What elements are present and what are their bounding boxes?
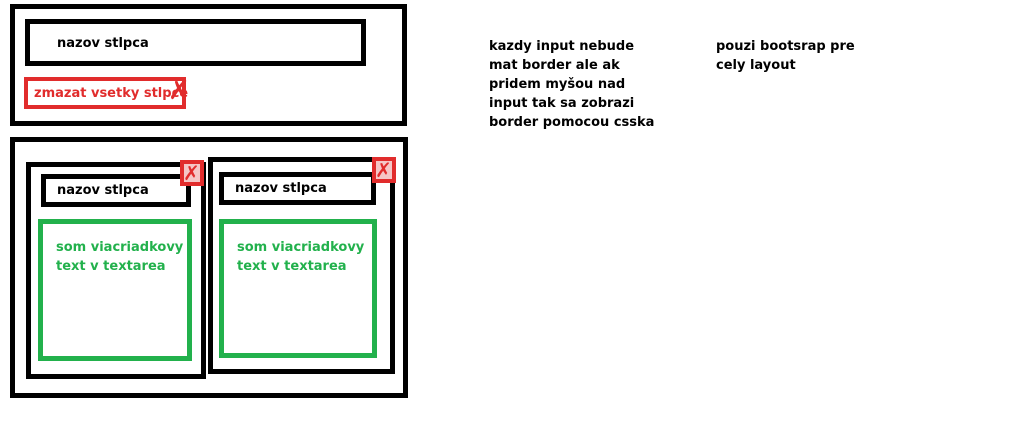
column-card	[26, 162, 206, 379]
column-name-input-text: nazov stlpca	[57, 36, 149, 51]
x-icon[interactable]: ✗	[168, 76, 190, 106]
close-mark: ✗	[375, 158, 392, 182]
close-button-background	[184, 164, 200, 182]
x-icon[interactable]: ✗	[180, 160, 204, 186]
note-hover-border: kazdy input nebude mat border ale ak pri…	[489, 39, 655, 130]
column-textarea[interactable]: som viacriadkovy text v textarea	[38, 219, 192, 361]
textarea-text: som viacriadkovy text v textarea	[56, 240, 184, 274]
x-icon[interactable]: ✗	[372, 157, 396, 183]
note-bootstrap: pouzi bootsrap pre cely layout	[716, 39, 855, 73]
column-textarea[interactable]: som viacriadkovy text v textarea	[219, 219, 377, 358]
column-name-input[interactable]: nazov stlpca	[25, 19, 366, 66]
column-name-text: nazov stlpca	[235, 181, 327, 196]
textarea-text: som viacriadkovy text v textarea	[237, 240, 365, 274]
delete-all-columns-label: zmazat vsetky stlpce	[34, 86, 189, 101]
columns-panel	[10, 137, 408, 398]
delete-all-columns-button[interactable]: zmazat vsetky stlpce	[24, 77, 189, 109]
column-name-input[interactable]: nazov stlpca	[219, 172, 376, 205]
column-name-text: nazov stlpca	[57, 183, 149, 198]
close-button-background	[376, 161, 392, 179]
top-panel	[10, 4, 407, 126]
column-name-input[interactable]: nazov stlpca	[41, 174, 191, 207]
close-mark: ✗	[183, 161, 200, 185]
column-card	[208, 157, 395, 374]
